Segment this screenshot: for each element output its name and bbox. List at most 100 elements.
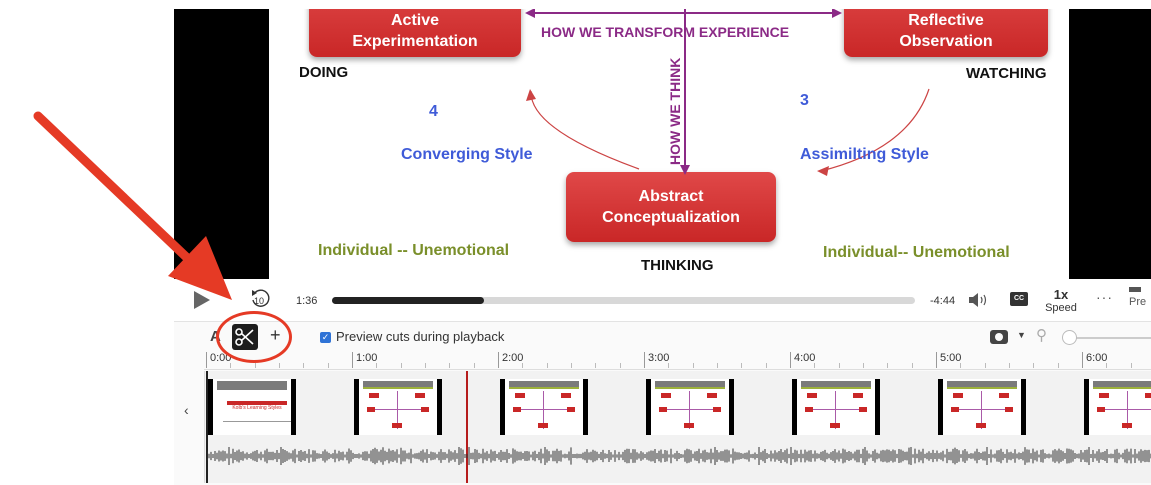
progress-bar[interactable] — [332, 297, 915, 304]
thumbnail-6[interactable] — [938, 379, 1026, 435]
label-thinking: THINKING — [641, 257, 714, 274]
thumbnail-3[interactable] — [500, 379, 588, 435]
thumbnail-box — [707, 393, 717, 398]
thumbnail-box — [1122, 423, 1132, 428]
box-active-experimentation-label: Active Experimentation — [352, 12, 478, 50]
timeline-track[interactable]: Kolb's Learning Styles — [204, 371, 1151, 483]
ruler-minor-tick — [1057, 363, 1059, 368]
thumbnail-1[interactable]: Kolb's Learning Styles — [208, 379, 296, 435]
ruler-tick: 5:00 — [936, 352, 961, 368]
thumbnail-box — [830, 423, 840, 428]
preview-cuts-checkbox[interactable]: ✓ — [320, 332, 331, 343]
thumbnail-axis — [543, 391, 544, 429]
ruler-minor-tick — [546, 363, 548, 368]
thumbnail-box — [515, 393, 525, 398]
collapse-icon[interactable]: ‹ — [184, 402, 189, 418]
thumbnail-accent — [509, 387, 579, 389]
ruler-tick: 6:00 — [1082, 352, 1107, 368]
preview-label: Pre — [1129, 296, 1147, 308]
converging-style: Converging Style — [401, 146, 533, 163]
zoom-slider[interactable] — [1066, 337, 1151, 339]
number-3: 3 — [800, 92, 809, 109]
thumbnail-box — [999, 393, 1009, 398]
ruler-minor-tick — [814, 363, 816, 368]
thumbnail-5[interactable] — [792, 379, 880, 435]
thumbnail-box — [538, 423, 548, 428]
playhead[interactable] — [466, 371, 468, 483]
ruler-minor-tick — [254, 363, 256, 368]
ruler-minor-tick — [230, 363, 232, 368]
thumbnail-box — [1099, 393, 1109, 398]
add-button[interactable]: + — [270, 325, 281, 345]
thumbnail-box — [713, 407, 721, 412]
current-time: 1:36 — [296, 295, 318, 307]
preview-cuts-label: Preview cuts during playback — [336, 329, 505, 344]
thumbnail-box — [659, 407, 667, 412]
chevron-down-icon[interactable]: ▼ — [1017, 330, 1026, 340]
box-reflective-observation-label: Reflective Observation — [899, 12, 993, 50]
ruler-minor-tick — [376, 363, 378, 368]
thumbnail-header — [801, 381, 871, 387]
thumbnail-7[interactable] — [1084, 379, 1151, 435]
ruler-tick: 3:00 — [644, 352, 669, 368]
speed-label: Speed — [1045, 302, 1077, 314]
thumbnail-axis — [397, 391, 398, 429]
ruler-minor-tick — [522, 363, 524, 368]
zoom-out-icon[interactable]: ⚲ — [1036, 327, 1047, 344]
editor-panel: A + ✓ Preview cuts during playback ▼ ⚲ 0… — [174, 321, 1151, 485]
thumbnail-accent — [655, 387, 725, 389]
player-controls: 10 1:36 -4:44 CC 1x Speed ··· Pre — [174, 283, 1151, 319]
ruler-minor-tick — [279, 363, 280, 368]
ruler-minor-tick — [571, 363, 572, 368]
remaining-time: -4:44 — [930, 295, 956, 307]
thumbnail-box — [513, 407, 521, 412]
rewind-10-icon[interactable] — [249, 287, 271, 309]
ruler-minor-tick — [400, 363, 402, 368]
speed-button[interactable]: 1x Speed — [1044, 287, 1078, 314]
captions-button[interactable]: CC — [1010, 292, 1028, 306]
thumbnail-box — [1005, 407, 1013, 412]
thumbnail-header — [947, 381, 1017, 387]
thumbnail-box — [415, 393, 425, 398]
thumbnail-axis — [1101, 409, 1151, 410]
number-4: 4 — [429, 103, 438, 120]
ruler-tick: 1:00 — [352, 352, 377, 368]
more-options-button[interactable]: ··· — [1096, 289, 1113, 305]
thumbnail-axis — [981, 391, 982, 429]
zoom-slider-handle[interactable] — [1062, 330, 1077, 345]
timeline-start-marker — [206, 371, 208, 483]
progress-fill — [332, 297, 484, 304]
camera-icon[interactable] — [990, 330, 1008, 344]
box-abstract-conceptualization: Abstract Conceptualization — [566, 172, 776, 242]
thumbnail-box — [561, 393, 571, 398]
scissors-icon — [235, 328, 254, 346]
thumbnail-box — [1145, 393, 1151, 398]
slide-arrows — [525, 9, 930, 176]
ruler-minor-tick — [1130, 363, 1132, 368]
cut-button[interactable] — [232, 324, 258, 350]
preview-button[interactable]: Pre — [1129, 287, 1146, 308]
volume-icon[interactable] — [968, 292, 990, 308]
thumbnail-title-bar — [227, 401, 287, 405]
thumbnail-box — [951, 407, 959, 412]
thumbnail-accent — [1093, 387, 1151, 389]
tool-a-button[interactable]: A — [210, 328, 221, 345]
thumbnail-box — [976, 423, 986, 428]
ruler-minor-tick — [619, 363, 621, 368]
slide: Active Experimentation Reflective Observ… — [269, 9, 1069, 279]
thumbnail-box — [853, 393, 863, 398]
ruler-tick: 2:00 — [498, 352, 523, 368]
thumbnail-accent — [363, 387, 433, 389]
video-frame[interactable]: Active Experimentation Reflective Observ… — [174, 9, 1151, 279]
ruler-minor-tick — [1033, 363, 1035, 368]
thumbnail-axis — [663, 409, 717, 410]
play-button[interactable] — [194, 291, 210, 309]
thumbnail-box — [421, 407, 429, 412]
ruler-minor-tick — [741, 363, 743, 368]
thumbnail-accent — [947, 387, 1017, 389]
thumbnail-4[interactable] — [646, 379, 734, 435]
thumbnail-2[interactable] — [354, 379, 442, 435]
ruler-minor-tick — [911, 363, 913, 368]
